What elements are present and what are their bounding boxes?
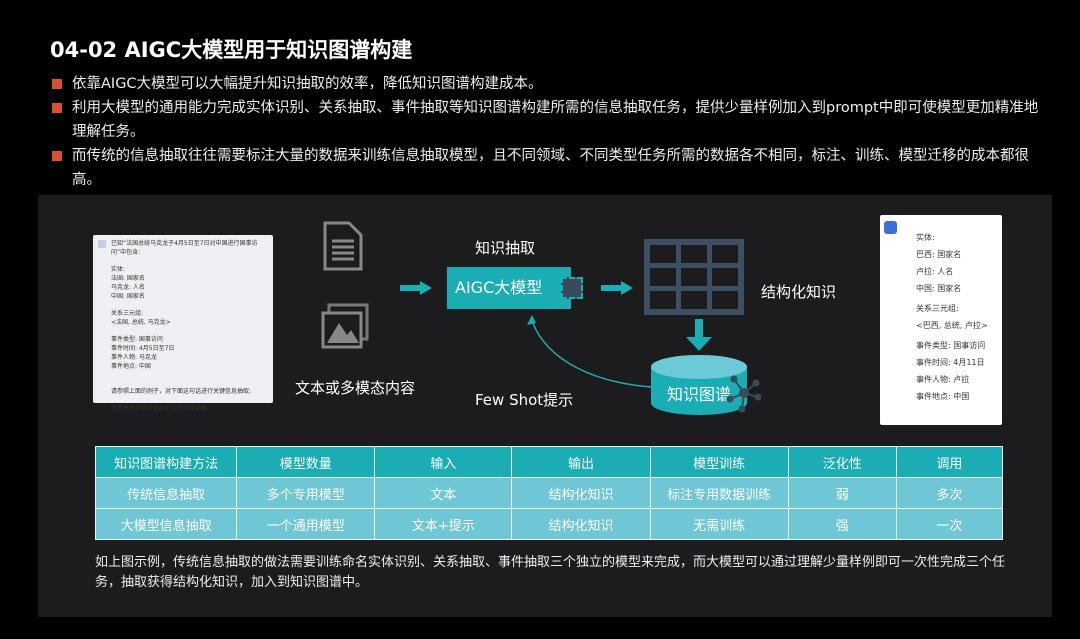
bullet-item: 依靠AIGC大模型可以大幅提升知识抽取的效率，降低知识图谱构建成本。: [50, 72, 1050, 96]
table-row: 传统信息抽取 多个专用模型 文本 结构化知识 标注专用数据训练 弱 多次: [94, 477, 1004, 509]
bullet-item: 利用大模型的通用能力完成实体识别、关系抽取、事件抽取等知识图谱构建所需的信息抽取…: [50, 96, 1050, 144]
comparison-table: 知识图谱构建方法 模型数量 输入 输出 模型训练 泛化性 调用 传统信息抽取 多…: [94, 446, 1004, 540]
table-cell: 无需训练: [649, 508, 789, 540]
card-line: 事件类型: 国事访问: [111, 336, 163, 343]
card-line: 请参照上面的例子，对下面这句话进行关键信息抽取:: [111, 388, 252, 395]
card-line: 关系三元组:: [111, 310, 144, 317]
card-line: 事件时间: 4月5日至7日: [111, 345, 175, 352]
page-title: 04-02 AIGC大模型用于知识图谱构建: [50, 38, 413, 62]
column-header: 模型训练: [649, 446, 789, 478]
arrow-right-icon: [601, 281, 633, 295]
kg-label: 知识图谱: [666, 385, 731, 404]
table-cell: 一次: [895, 508, 1004, 540]
card-line: 法国: 国家名: [111, 275, 145, 282]
chip-icon: [561, 277, 583, 299]
column-header: 知识图谱构建方法: [94, 446, 238, 478]
card-line: 实体:: [916, 233, 935, 242]
card-line: 马克龙: 人名: [111, 284, 145, 291]
card-line: 巴西总统卢拉计划4月11日访问中国。: [111, 405, 213, 412]
prompt-example-card: 已知“法国总统马克龙于4月5日至7日对中国进行国事访问”中包含: 实体: 法国:…: [93, 235, 273, 412]
user-avatar-icon: [98, 240, 106, 248]
column-header: 模型数量: [236, 446, 376, 478]
table-header-row: 知识图谱构建方法 模型数量 输入 输出 模型训练 泛化性 调用: [94, 446, 1004, 478]
diagram-panel: 已知“法国总统马克龙于4月5日至7日对中国进行国事访问”中包含: 实体: 法国:…: [38, 195, 1052, 617]
card-line: 事件时间: 4月11日: [916, 358, 985, 367]
table-cell: 强: [787, 508, 897, 540]
table-cell: 文本: [374, 477, 513, 509]
card-line: <法国, 总统, 马克龙>: [111, 319, 171, 326]
column-header: 调用: [895, 446, 1004, 478]
table-cell: 弱: [787, 477, 897, 509]
card-line: 已知“法国总统马克龙于4月5日至7日对中国进行国事访问”中包含:: [111, 240, 258, 256]
bullet-list: 依靠AIGC大模型可以大幅提升知识抽取的效率，降低知识图谱构建成本。 利用大模型…: [50, 72, 1050, 192]
input-label: 文本或多模态内容: [295, 379, 416, 397]
knowledge-graph-database: 知识图谱: [651, 355, 747, 415]
card-line: 卢拉: 人名: [916, 267, 954, 276]
extraction-result-card: 实体: 巴西: 国家名 卢拉: 人名 中国: 国家名 关系三元组: <巴西, 总…: [880, 215, 1002, 425]
table-cell: 标注专用数据训练: [649, 477, 789, 509]
fewshot-label: Few Shot提示: [475, 391, 574, 409]
arrow-down-icon: [686, 319, 712, 351]
card-line: 事件地点: 中国: [916, 392, 970, 401]
table-cell: 多次: [895, 477, 1004, 509]
card-line: <巴西, 总统, 卢拉>: [916, 321, 988, 330]
card-line: 事件类型: 国事访问: [916, 341, 986, 350]
table-row: 大模型信息抽取 一个通用模型 文本+提示 结构化知识 无需训练 强 一次: [94, 508, 1004, 540]
caption-note: 如上图示例，传统信息抽取的做法需要训练命名实体识别、关系抽取、事件抽取三个独立的…: [95, 555, 1006, 590]
network-node-icon: [726, 375, 762, 413]
table-cell: 一个通用模型: [236, 508, 376, 540]
extract-label: 知识抽取: [475, 239, 536, 257]
table-cell: 结构化知识: [511, 508, 651, 540]
card-line: 实体:: [111, 266, 126, 273]
arrow-right-icon: [400, 281, 432, 295]
document-icon: [323, 221, 363, 271]
image-icon: [321, 303, 369, 349]
bullet-item: 而传统的信息抽取往往需要标注大量的数据来训练信息抽取模型，且不同领域、不同类型任…: [50, 144, 1050, 192]
table-cell: 文本+提示: [374, 508, 513, 540]
card-line: 中国: 国家名: [916, 284, 962, 293]
card-line: 事件地点: 中国: [111, 363, 151, 370]
feedback-arrow-icon: [527, 315, 653, 388]
table-cell: 多个专用模型: [236, 477, 376, 509]
model-label: AIGC大模型: [455, 278, 543, 297]
table-grid-icon: [644, 239, 744, 315]
column-header: 泛化性: [787, 446, 897, 478]
table-cell: 传统信息抽取: [94, 477, 238, 509]
column-header: 输出: [511, 446, 651, 478]
column-header: 输入: [374, 446, 513, 478]
card-line: 事件人物: 卢拉: [916, 375, 970, 384]
aigc-model-box: AIGC大模型: [447, 267, 583, 309]
assistant-avatar-icon: [884, 221, 897, 234]
output-label: 结构化知识: [761, 283, 837, 301]
card-line: 事件人物: 马克龙: [111, 354, 157, 361]
card-line: 巴西: 国家名: [916, 250, 962, 259]
table-cell: 结构化知识: [511, 477, 651, 509]
card-line: 关系三元组:: [916, 304, 959, 313]
table-cell: 大模型信息抽取: [94, 508, 238, 540]
card-line: 中国: 国家名: [111, 293, 145, 300]
